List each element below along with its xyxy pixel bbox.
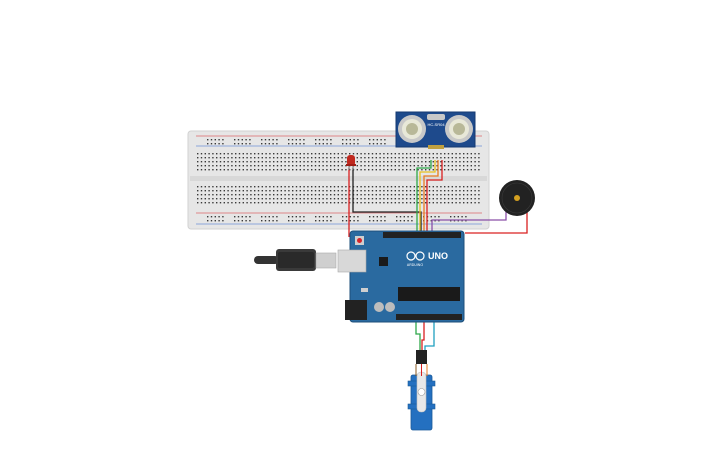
wire-sensor-yellow	[419, 160, 436, 238]
wire-servo-teal	[424, 318, 435, 352]
wire-black-led	[352, 168, 422, 238]
buzzer-icon[interactable]	[499, 180, 535, 216]
board-model-label: UNO	[428, 251, 448, 261]
wire-buzzer-red	[465, 212, 528, 234]
led-icon[interactable]	[346, 155, 356, 170]
wire-sensor-orange	[423, 160, 439, 238]
ultrasonic-sensor-icon[interactable]: HC-SR04	[395, 111, 476, 149]
arduino-logo	[406, 251, 425, 261]
sensor-label: HC-SR04	[427, 122, 445, 127]
board-brand-label: ARDUINO	[407, 263, 423, 267]
wire-sensor-green	[416, 160, 432, 238]
wire-servo-green	[415, 318, 421, 352]
arduino-board-icon[interactable]: UNO ARDUINO	[337, 230, 465, 323]
wire-servo-red	[421, 318, 425, 352]
wire-buzzer-purple	[431, 210, 507, 238]
usb-cable-icon[interactable]	[254, 249, 337, 271]
wires	[348, 160, 528, 352]
servo-icon[interactable]	[407, 350, 436, 431]
wire-sensor-red	[426, 160, 443, 238]
